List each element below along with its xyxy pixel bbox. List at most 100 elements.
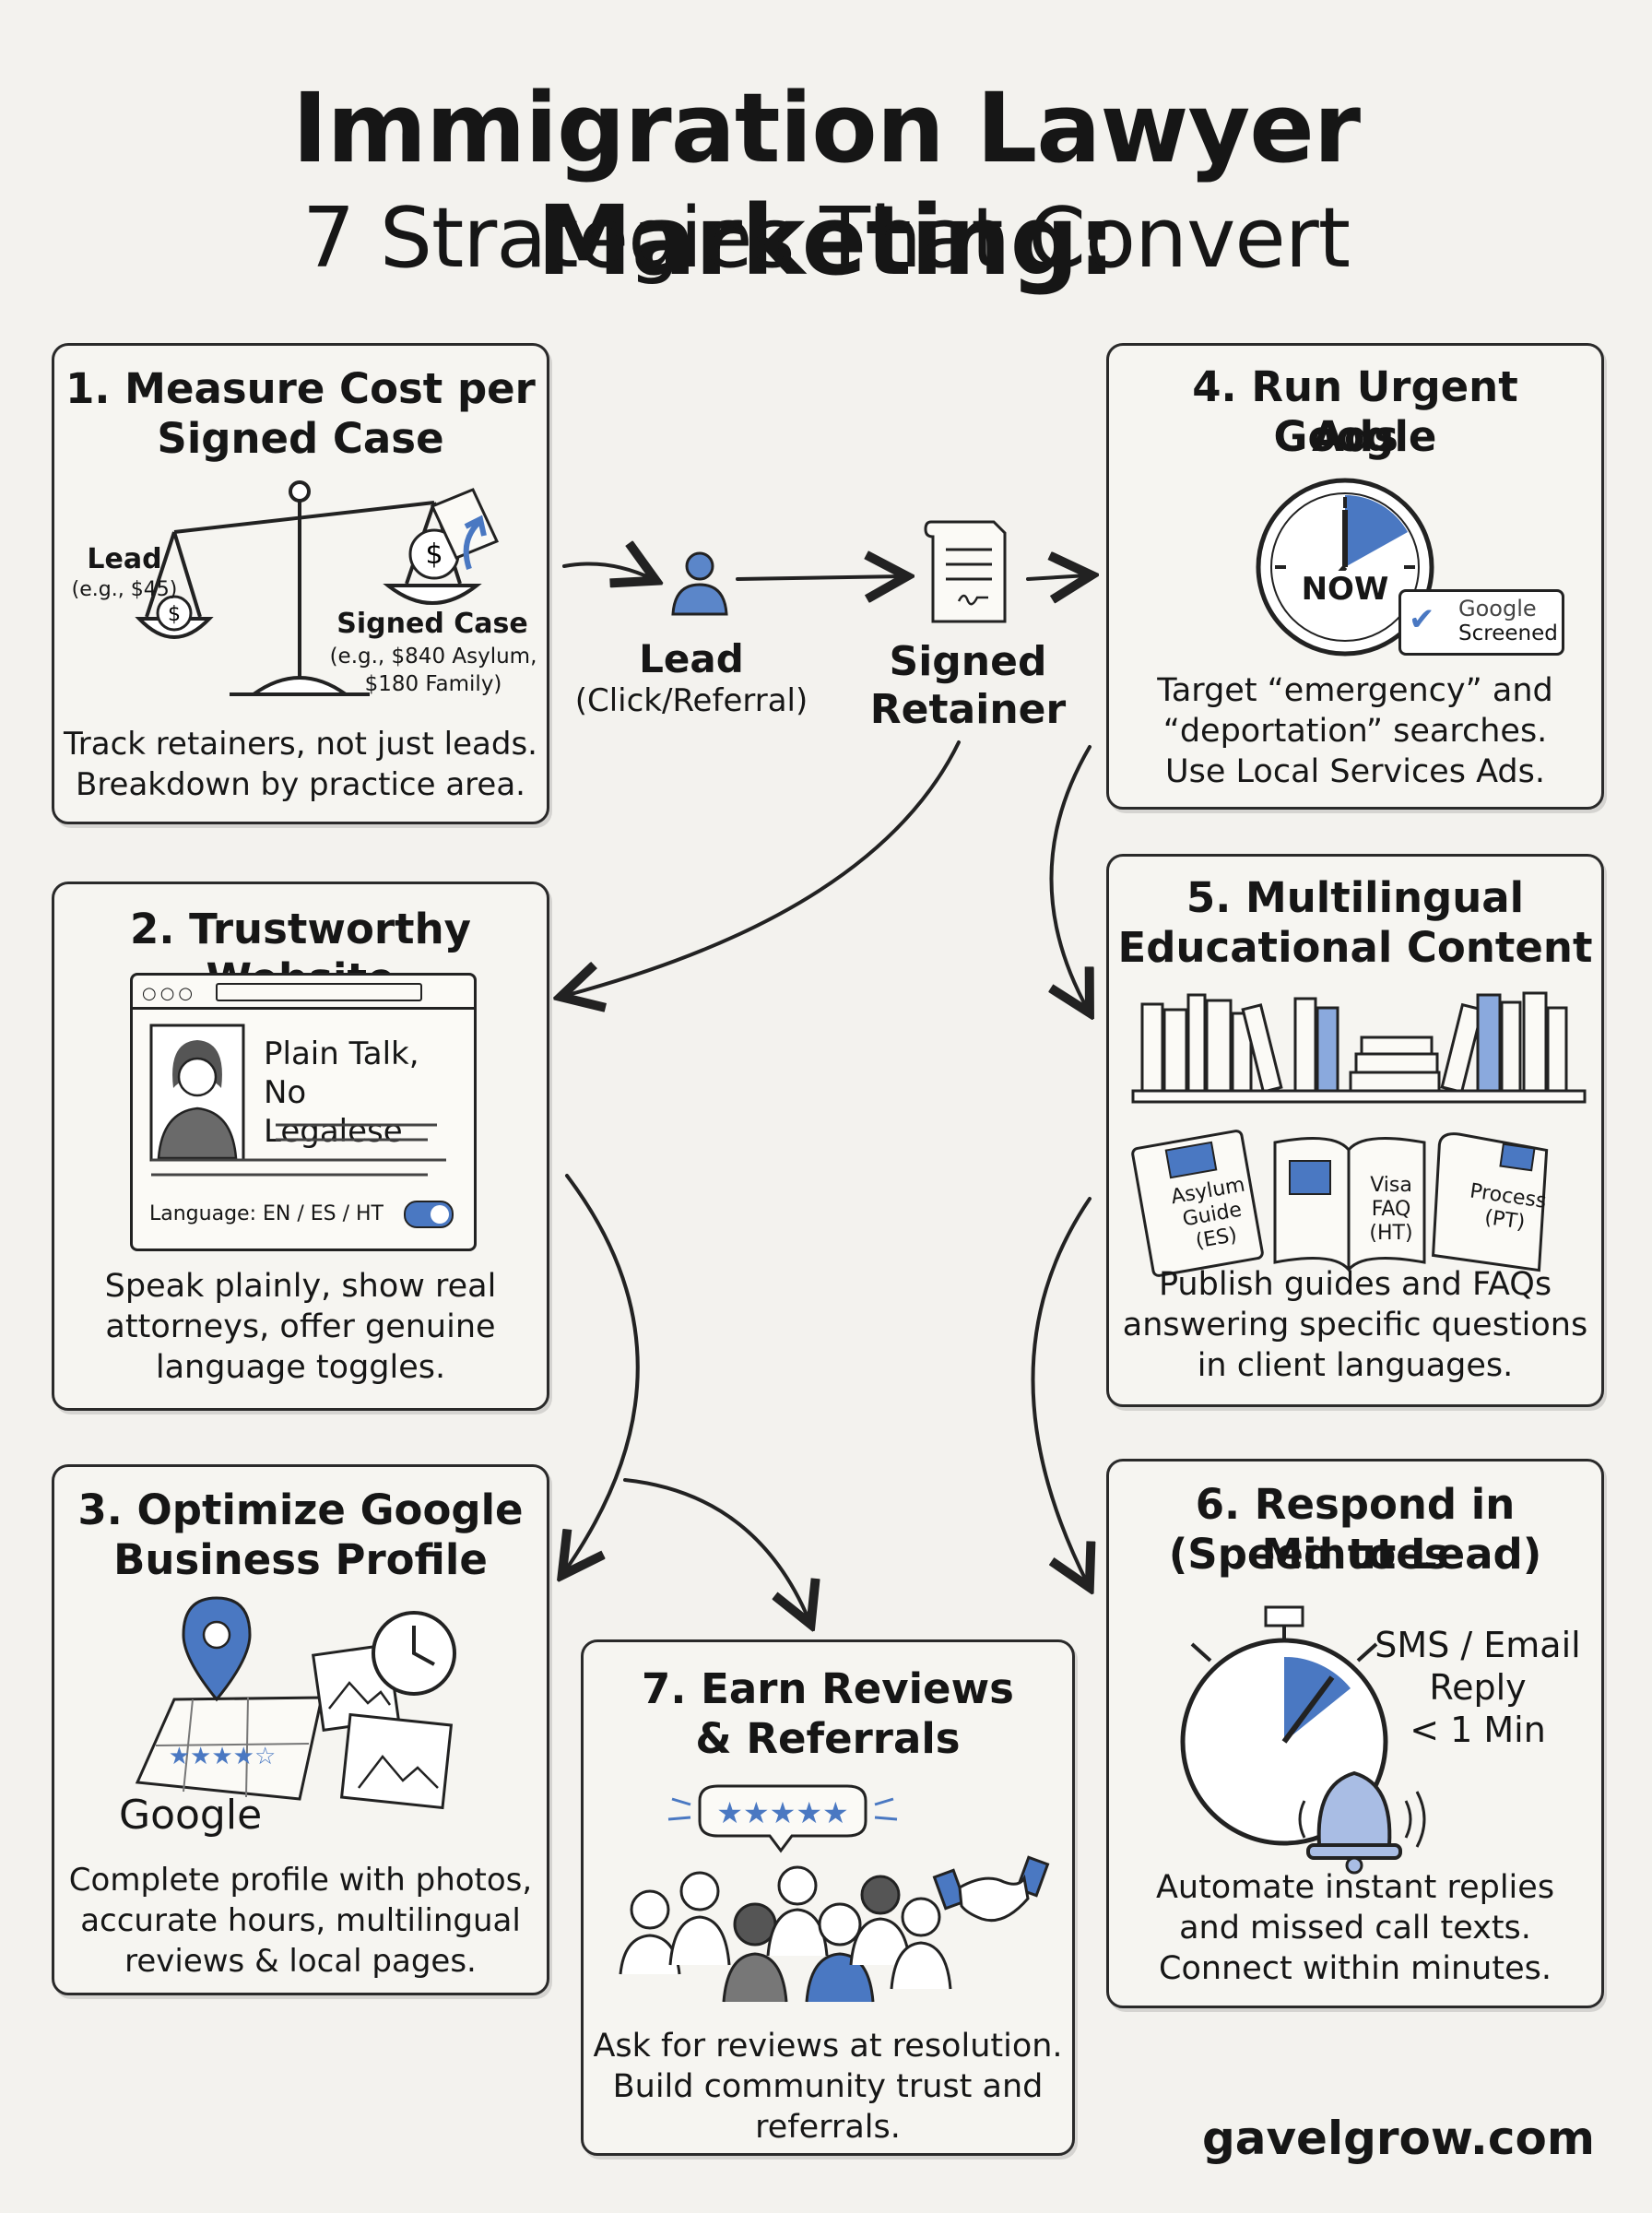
card3-body-line1: Complete profile with photos, (68, 1862, 533, 1899)
hero-line1: Plain Talk, (264, 1035, 419, 1072)
toggle-knob (431, 1205, 449, 1224)
google-screened-badge: ✔ Google Screened (1398, 589, 1564, 656)
faq-ht-3: (HT) (1369, 1222, 1413, 1245)
card-trustworthy-website: 2. Trustworthy Website ○○○ Plain Talk, N… (52, 882, 549, 1411)
card5-body-line2: answering specific questions (1122, 1307, 1588, 1343)
card-multilingual-content: 5. Multilingual Educational Content Asyl… (1106, 854, 1604, 1407)
stopwatch-icon (1180, 1605, 1426, 1875)
window-dots-icon: ○○○ (142, 984, 197, 1003)
card3-body-line3: reviews & local pages. (124, 1943, 477, 1980)
sms-line3: < 1 Min (1410, 1710, 1546, 1750)
card-measure-cost: 1. Measure Cost per Signed Case $ $ Lead… (52, 343, 549, 824)
svg-text:★★★★☆: ★★★★☆ (169, 1743, 277, 1770)
card5-title-line2: Educational Content (1117, 923, 1593, 972)
card5-body-line3: in client languages. (1197, 1347, 1514, 1384)
card3-body-line2: accurate hours, multilingual (80, 1902, 521, 1939)
card2-body-line2: attorneys, offer genuine (105, 1308, 496, 1345)
flow-lead-label: Lead (639, 636, 744, 681)
card-reviews-referrals: 7. Earn Reviews & Referrals ★★★★★ Ask fo… (581, 1639, 1075, 2156)
card1-signed-example1: (e.g., $840 Asylum, (329, 645, 537, 669)
card6-body-line3: Connect within minutes. (1159, 1950, 1552, 1987)
language-toggle-label: Language: EN / ES / HT (149, 1202, 384, 1225)
arrow-lead-to-retainer (736, 576, 903, 579)
language-guides-icon (1131, 1130, 1549, 1277)
text-lines (151, 1123, 446, 1177)
card3-title-line1: 3. Optimize Google (77, 1485, 524, 1534)
card1-lead-example: (e.g., $45) (71, 578, 178, 601)
card1-signed-label: Signed Case (336, 608, 528, 640)
card6-body-line1: Automate instant replies (1155, 1869, 1555, 1906)
google-wordmark: Google (119, 1792, 263, 1839)
flow-retainer-label: Signed Retainer (848, 638, 1088, 734)
map-icon: ★★★★☆ (135, 1596, 456, 1810)
arrow-card2-to-card3 (564, 1174, 640, 1572)
flow-retainer-line1: Signed (889, 638, 1047, 685)
badge-google: Google (1458, 596, 1537, 621)
arrow-retainer-to-card2 (564, 740, 961, 996)
card5-title-line1: 5. Multilingual (1186, 873, 1525, 922)
clock-icon (1256, 478, 1434, 657)
card-google-business-profile: 3. Optimize Google Business Profile ★★★★… (52, 1464, 549, 1995)
arrow-card1-to-lead (562, 563, 653, 579)
card1-title-line2: Signed Case (157, 414, 444, 463)
card1-body-line2: Breakdown by practice area. (76, 766, 525, 803)
page-title: Immigration Lawyer Marketing: (291, 72, 1361, 297)
bookshelf-icon (1131, 991, 1587, 1104)
now-label: NOW (1290, 571, 1400, 608)
flow-retainer-line2: Retainer (869, 686, 1067, 733)
language-toggle-switch[interactable] (404, 1201, 454, 1228)
svg-text:$: $ (425, 538, 442, 571)
card4-body-line1: Target “emergency” and (1157, 672, 1553, 709)
card7-title-line2: & Referrals (695, 1714, 961, 1763)
card6-title-line1: 6. Respond in Minutes (1195, 1480, 1516, 1579)
card4-title-line2: Ads (1312, 412, 1398, 461)
person-icon (671, 551, 728, 616)
hero-text: Plain Talk, No Legalese (264, 1035, 448, 1151)
faq-ht-1: Visa (1370, 1174, 1412, 1197)
hero-line2: No Legalese (264, 1074, 403, 1150)
card6-title-line2: (Speed to Lead) (1168, 1530, 1542, 1579)
retainer-document-icon (924, 520, 1007, 623)
arrow-card5-to-card6 (1031, 1197, 1090, 1584)
community-icon: ★★★★★ (619, 1784, 1050, 2003)
card5-body-line1: Publish guides and FAQs (1158, 1266, 1552, 1303)
checkmark-icon: ✔ (1409, 601, 1435, 638)
page-subtitle: 7 Strategies That Convert (301, 190, 1351, 287)
svg-text:$: $ (168, 603, 181, 626)
card1-title-line1: 1. Measure Cost per (65, 364, 536, 413)
card6-body-line2: and missed call texts. (1179, 1910, 1531, 1947)
footer-site-url[interactable]: gavelgrow.com (1201, 2112, 1595, 2165)
faq-ht-2: FAQ (1371, 1198, 1411, 1221)
card2-body-line1: Speak plainly, show real (104, 1268, 497, 1305)
arrow-card2-to-card7 (623, 1478, 809, 1621)
card4-body-line3: Use Local Services Ads. (1165, 753, 1545, 790)
browser-bar: ○○○ (133, 976, 474, 1010)
url-bar (216, 983, 422, 1001)
card7-title-line1: 7. Earn Reviews (642, 1664, 1014, 1713)
sms-line1: SMS / Email (1375, 1625, 1581, 1665)
card4-title-line1: 4. Run Urgent Google (1192, 362, 1518, 461)
card7-body-line3: referrals. (755, 2109, 901, 2146)
flow-lead-sublabel: (Click/Referral) (574, 682, 808, 719)
card4-body-line2: “deportation” searches. (1162, 713, 1548, 750)
website-mockup: ○○○ Plain Talk, No Legalese Language: EN… (130, 973, 477, 1251)
process-pt-2: (PT) (1482, 1205, 1527, 1235)
card3-title-line2: Business Profile (113, 1535, 488, 1584)
card7-body-line2: Build community trust and (612, 2068, 1044, 2105)
svg-text:★★★★★: ★★★★★ (716, 1795, 848, 1830)
card2-body-line3: language toggles. (155, 1349, 446, 1386)
card-respond-in-minutes: 6. Respond in Minutes (Speed to Lead) SM… (1106, 1459, 1604, 2008)
arrow-retainer-to-card4 (1026, 575, 1088, 579)
arrow-card4-to-card5 (1051, 745, 1090, 1010)
sms-line2: Reply (1429, 1667, 1527, 1708)
card1-lead-label: Lead (87, 543, 162, 575)
card1-signed-example2: $180 Family) (364, 672, 502, 696)
card7-body-line1: Ask for reviews at resolution. (593, 2028, 1063, 2065)
sms-reply-label: SMS / Email Reply < 1 Min (1367, 1624, 1588, 1751)
scale-icon: $ $ (135, 480, 500, 696)
badge-screened: Screened (1458, 621, 1558, 645)
card1-body-line1: Track retainers, not just leads. (64, 726, 537, 763)
card-urgent-google-ads: 4. Run Urgent Google Ads NOW ✔ Google Sc… (1106, 343, 1604, 810)
